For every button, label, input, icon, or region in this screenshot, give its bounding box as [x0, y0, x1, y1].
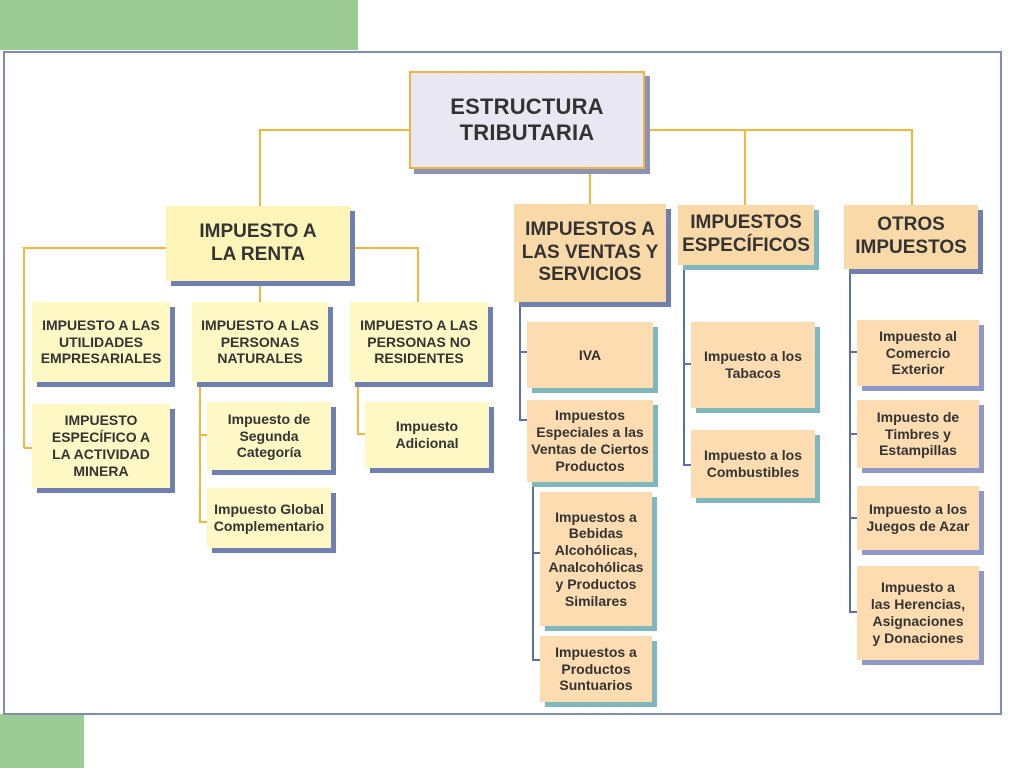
node-impuesto-tabacos: Impuesto a los Tabacos	[691, 322, 815, 408]
node-impuestos-especiales: Impuestos Especiales a las Ventas de Cie…	[527, 400, 653, 482]
node-impuestos-especificos: IMPUESTOS ESPECÍFICOS	[678, 205, 814, 265]
node-comercio-exterior: Impuesto al Comercio Exterior	[857, 320, 979, 386]
node-impuestos-ventas-servicios: IMPUESTOS A LAS VENTAS Y SERVICIOS	[514, 204, 666, 302]
node-timbres-estampillas: Impuesto de Timbres y Estampillas	[857, 400, 979, 468]
node-utilidades-empresariales: IMPUESTO A LAS UTILIDADES EMPRESARIALES	[32, 302, 170, 382]
node-bebidas-alcoholicas: Impuestos a Bebidas Alcohólicas, Analcoh…	[540, 492, 652, 626]
node-juegos-azar: Impuesto a los Juegos de Azar	[857, 486, 979, 550]
node-impuesto-renta: IMPUESTO A LA RENTA	[166, 206, 350, 281]
node-iva: IVA	[527, 322, 653, 388]
node-especifico-actividad-minera: IMPUESTO ESPECÍFICO A LA ACTIVIDAD MINER…	[32, 404, 170, 488]
node-otros-impuestos: OTROS IMPUESTOS	[844, 205, 978, 269]
node-herencias-donaciones: Impuesto a las Herencias, Asignaciones y…	[857, 566, 979, 660]
accent-bar-bottom	[0, 714, 84, 768]
node-segunda-categoria: Impuesto de Segunda Categoría	[207, 402, 331, 470]
accent-bar-top	[0, 0, 358, 50]
node-estructura-tributaria: ESTRUCTURA TRIBUTARIA	[409, 71, 645, 169]
node-productos-suntuarios: Impuestos a Productos Suntuarios	[540, 636, 652, 702]
node-personas-no-residentes: IMPUESTO A LAS PERSONAS NO RESIDENTES	[350, 302, 488, 382]
node-personas-naturales: IMPUESTO A LAS PERSONAS NATURALES	[192, 302, 328, 382]
node-impuesto-adicional: Impuesto Adicional	[365, 402, 489, 468]
node-global-complementario: Impuesto Global Complementario	[207, 488, 331, 548]
node-impuesto-combustibles: Impuesto a los Combustibles	[691, 430, 815, 498]
